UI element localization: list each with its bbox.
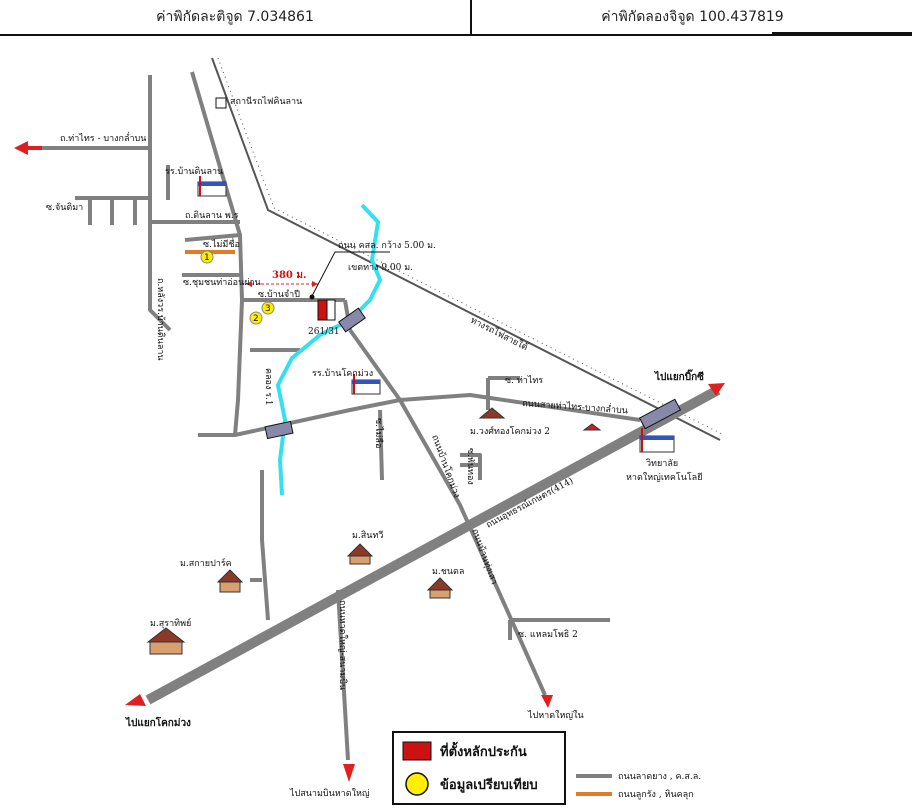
college-label: วิทยาลัย (646, 458, 678, 469)
header-underline (0, 34, 912, 36)
distance-label: 380 ม. (272, 270, 306, 281)
soi-nameless-label: ซ.ไม่มีชื่อ (203, 237, 240, 250)
soi-khemtong-label: ซ. แหลมโพธิ 2 (518, 629, 578, 640)
coordinates-header: ค่าพิกัดละติจูด 7.034861 ค่าพิกัดลองจิจู… (0, 0, 912, 36)
callout-leader (311, 251, 390, 297)
station-box (215, 97, 227, 109)
legend-comparison-label: ข้อมูลเปรียบเทียบ (440, 777, 538, 793)
svg-text:3: 3 (265, 304, 271, 314)
station-label: สถานีรถไฟคินลาน (230, 96, 302, 107)
school-dinlan-label: รร.บ้านดินลาน (165, 166, 223, 177)
paved-roads (40, 71, 641, 761)
comparison-marker: 1 2 3 (200, 250, 275, 325)
highway-414 (145, 385, 721, 705)
road-legend: ถนนลาดยาง , ค.ส.ล. ถนนลูกรัง , หินคลุก (576, 772, 701, 800)
svg-text:2: 2 (253, 314, 259, 324)
road-dinlan-label: ถ.ดินลาน พ.ร (185, 210, 239, 221)
canal-label: คลอง ร.1 (263, 368, 273, 406)
road-width-label: ถนน คสล. กว้าง 5.00 ม. (338, 240, 436, 251)
bridge-marker (264, 307, 682, 440)
village-surathip-label: ม.สุราทิพย์ (150, 617, 191, 629)
collateral-plot (326, 299, 336, 321)
latitude-label: ค่าพิกัดละติจูด 7.034861 (156, 9, 314, 25)
college-icon (639, 428, 675, 453)
soi-mailue-label: ซ.ไม่ลือ (373, 418, 384, 448)
to-airport-label: ไปสนามบินหาดใหญ่ (289, 788, 370, 799)
road-airport-label: ถนนหาดใหญ่-สนามบิน (337, 600, 348, 690)
school-icon (197, 176, 227, 197)
header-divider (470, 0, 472, 36)
soi-banjampee-label: ซ.บ้านจำปี (258, 289, 300, 300)
road-main-label: ถนนสายท่าไทร-บางกล่ำบน (522, 396, 629, 416)
legend-collateral-label: ที่ตั้งหลักประกัน (440, 741, 527, 760)
road-asian-label: ถนนอุทธรณ์เกษตร(414) (484, 474, 575, 530)
village-chonthon-label: ม.ชนดล (432, 567, 464, 577)
soi-panthong-label: ซ.พันทอง (465, 448, 475, 485)
road-thaiprai-label: ถ.ท่าไทร - บางกล่ำบน (60, 131, 146, 144)
legend-paved-label: ถนนลาดยาง , ค.ส.ล. (618, 772, 701, 782)
village-wongthong-label: ม.วงศ์ทองโคกม่วง 2 (470, 425, 550, 437)
village-sakaipark-label: ม.สกายปาร์ค (180, 557, 232, 569)
to-bigc-label: ไปแยกบิ๊กซี (654, 369, 704, 383)
to-khokmuang-label: ไปแยกโคกม่วง (125, 716, 191, 729)
road-bankhokmuang2-label: ถนนบ้านทุ่งเสา (469, 527, 499, 586)
collateral-marker (317, 299, 328, 321)
map-labels: สถานีรถไฟคินลาน ถ.ท่าไทร - บางกล่ำบน รร.… (46, 96, 704, 799)
railway-line (211, 57, 723, 441)
reserve-width-label: เขตทาง 9.00 ม. (348, 263, 413, 273)
longitude-label: ค่าพิกัดลองจิจูด 100.437819 (601, 9, 784, 25)
legend: ที่ตั้งหลักประกัน ข้อมูลเปรียบเทียบ (392, 731, 566, 805)
railway-label: ทางรถไฟสายใต้ (469, 315, 530, 353)
school-khokmuang-label: รร.บ้านโคกม่วง (312, 368, 373, 379)
road-point (309, 294, 315, 300)
legend-gravel-label: ถนนลูกรัง , หินคลุก (618, 789, 694, 800)
soi-chantima-label: ซ.จันติมา (46, 202, 83, 213)
road-vertical-left-label: ถ.หลังวร.บ้านดินลาน (155, 278, 166, 361)
plot-number-label: 261/31 (308, 327, 340, 337)
direction-arrows (14, 141, 725, 782)
road-khokmuang-label: ถนนบ้านโคกม่วง (429, 433, 462, 499)
soi-thaisai-label: ซ. ท่าไทร (505, 375, 543, 386)
svg-text:1: 1 (204, 253, 210, 263)
school-icon-2 (351, 374, 381, 395)
soi-chumchon-label: ซ.ชุมชนท่าอ่อนผ่าน (183, 278, 261, 288)
legend-collateral-swatch (402, 741, 432, 761)
legend-comparison-swatch (405, 772, 429, 796)
village-icon (146, 407, 602, 655)
college-sub-label: หาดใหญ่เทคโนโลยี (626, 472, 702, 483)
header-underline-right (772, 32, 912, 34)
to-hatyainai-label: ไปหาดใหญ่ใน (527, 710, 584, 721)
village-sinsap-label: ม.สินทวี (352, 530, 383, 541)
